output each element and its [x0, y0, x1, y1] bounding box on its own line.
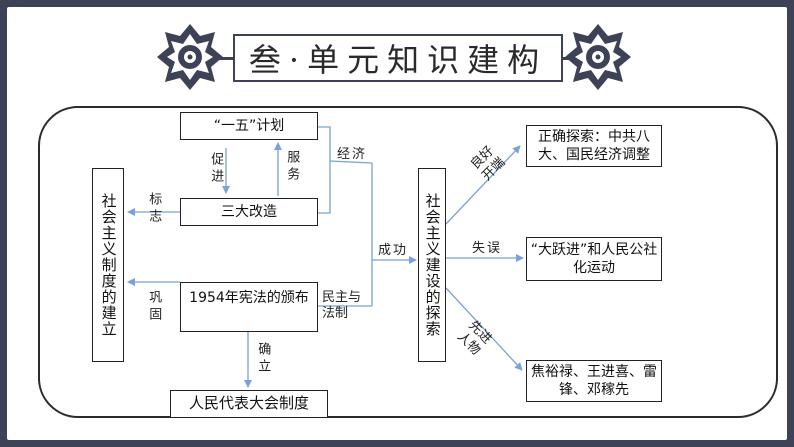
five-year-plan-label: “一五”计划 — [213, 117, 285, 134]
consolidate-label: 巩固 — [146, 290, 162, 324]
great-leap-label: “大跃进”和人民公社化运动 — [530, 241, 658, 276]
economy-label: 经济 — [337, 147, 368, 162]
three-reforms-label: 三大改造 — [221, 203, 277, 220]
left-ornament-icon — [157, 24, 223, 90]
page-title: 叁·单元知识建构 — [233, 34, 563, 82]
socialist-system-label: 社会主义制度的建立 — [99, 193, 118, 337]
correct-exploration-label: 正确探索：中共八大、国民经济调整 — [538, 128, 650, 163]
establish-label: 确立 — [255, 342, 271, 376]
democracy-law-label: 民主与法制 — [322, 290, 362, 322]
diagram-frame — [38, 106, 778, 418]
advanced-figures-box: 焦裕禄、王进喜、雷锋、邓稼先 — [526, 360, 662, 402]
socialist-exploration-box: 社会主义建设的探索 — [418, 168, 446, 362]
socialist-exploration-label: 社会主义建设的探索 — [423, 193, 442, 337]
correct-exploration-box: 正确探索：中共八大、国民经济调整 — [526, 125, 662, 167]
peoples-congress-label: 人民代表大会制度 — [188, 394, 309, 413]
advanced-figures-label: 焦裕禄、王进喜、雷锋、邓稼先 — [531, 363, 657, 398]
promote-label: 促进 — [208, 152, 224, 186]
socialist-system-box: 社会主义制度的建立 — [92, 168, 124, 362]
header-line-left — [217, 57, 235, 60]
mistake-label: 失误 — [472, 241, 503, 256]
constitution-box: 1954年宪法的颁布 — [180, 282, 318, 332]
success-label: 成功 — [378, 243, 409, 258]
five-year-plan-box: “一五”计划 — [180, 112, 318, 140]
great-leap-box: “大跃进”和人民公社化运动 — [526, 237, 662, 281]
constitution-label: 1954年宪法的颁布 — [189, 290, 309, 306]
header: 叁·单元知识建构 — [155, 22, 635, 92]
serve-label: 服务 — [284, 150, 300, 184]
peoples-congress-box: 人民代表大会制度 — [170, 390, 328, 418]
right-ornament-icon — [565, 24, 631, 90]
marker-label: 标志 — [146, 192, 162, 226]
three-reforms-box: 三大改造 — [180, 198, 318, 226]
